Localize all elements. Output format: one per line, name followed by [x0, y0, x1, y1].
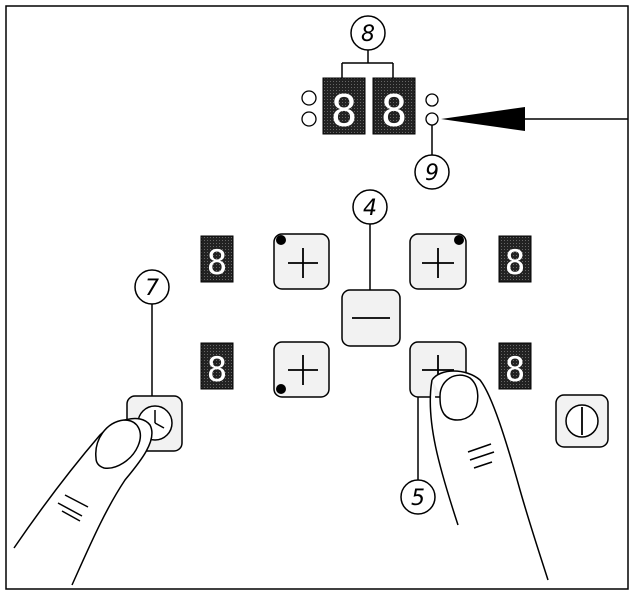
- diagram-frame: [5, 5, 629, 590]
- zone-digit: 8: [207, 350, 227, 390]
- timer-indicator-light: [301, 111, 317, 127]
- callout-4: 4: [352, 189, 388, 290]
- plus-button-rear-left[interactable]: [273, 233, 330, 290]
- power-button[interactable]: [555, 394, 609, 448]
- zone-digit: 8: [505, 243, 525, 283]
- callout-5: 5: [400, 397, 436, 515]
- zone-digit: 8: [207, 243, 227, 283]
- callout-8: 8: [341, 15, 394, 78]
- plus-button-rear-right[interactable]: [409, 233, 467, 290]
- plus-button-front-left[interactable]: [273, 341, 330, 398]
- timer-left-digit: 8: [331, 86, 358, 137]
- timer-indicator-light-selected: [425, 112, 439, 126]
- callout-9: 9: [414, 125, 450, 190]
- zone-digit: 8: [505, 350, 525, 390]
- callout-9-label: 9: [425, 161, 439, 186]
- timer-right-digit: 8: [381, 86, 408, 137]
- callout-8-label: 8: [361, 22, 375, 47]
- timer-display-right: [372, 77, 416, 135]
- timer-indicator-light: [301, 90, 317, 106]
- callout-4-label: 4: [363, 196, 377, 221]
- zone-display-rear-right: 8: [498, 235, 532, 283]
- callout-5-label: 5: [411, 486, 425, 511]
- left-finger-illustration: [13, 417, 153, 586]
- minus-button[interactable]: [341, 289, 401, 347]
- timer-display: 8 8: [301, 77, 439, 137]
- right-finger-illustration: [429, 370, 549, 581]
- zone-display-front-left: 8: [200, 342, 234, 390]
- timer-indicator-light: [425, 93, 439, 107]
- callout-7: 7: [134, 269, 170, 396]
- callout-7-label: 7: [145, 276, 159, 301]
- arrow-icon: [441, 107, 628, 131]
- zone-display-front-right: 8: [498, 342, 532, 390]
- zone-display-rear-left: 8: [200, 235, 234, 283]
- timer-display-left: [322, 77, 366, 135]
